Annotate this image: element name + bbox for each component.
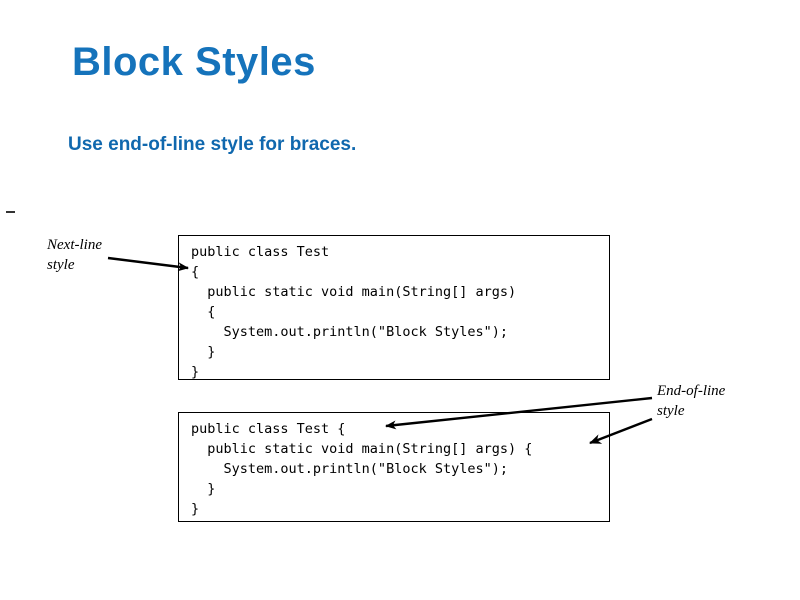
page-title: Block Styles (72, 40, 316, 84)
slide-subtitle: Use end-of-line style for braces. (68, 134, 357, 155)
code-text-end-of-line: public class Test { public static void m… (191, 421, 533, 517)
arrow-next-line-style (107, 256, 189, 272)
bullet-dash-marker (6, 211, 15, 213)
code-block-next-line: public class Test { public static void m… (178, 235, 610, 380)
annotation-label-next-line: Next-line style (47, 237, 102, 273)
annotation-label-end-of-line: End-of-line style (657, 383, 726, 419)
code-block-end-of-line: public class Test { public static void m… (178, 412, 610, 522)
code-text-next-line: public class Test { public static void m… (191, 244, 517, 380)
